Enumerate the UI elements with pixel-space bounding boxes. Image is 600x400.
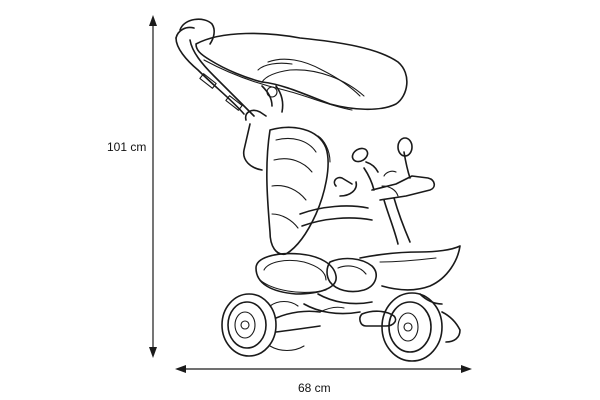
- width-dimension-label: 68 cm: [298, 381, 331, 395]
- seat: [242, 109, 331, 256]
- canopy: [195, 32, 408, 111]
- safety-bar: [299, 176, 373, 227]
- rear-wheel: [221, 293, 305, 357]
- handlebars: [351, 137, 436, 201]
- width-dimension-arrow: [175, 365, 472, 373]
- push-handle: [175, 18, 255, 117]
- footrest: [303, 257, 377, 315]
- pedals: [359, 293, 461, 343]
- rear-basket: [255, 252, 337, 295]
- front-wheel: [381, 292, 443, 362]
- front-fork: [359, 197, 461, 291]
- height-dimension-arrow: [149, 15, 157, 358]
- canopy-arm: [261, 85, 284, 113]
- rear-axle-frame: [275, 306, 345, 333]
- height-dimension-label: 101 cm: [107, 140, 147, 154]
